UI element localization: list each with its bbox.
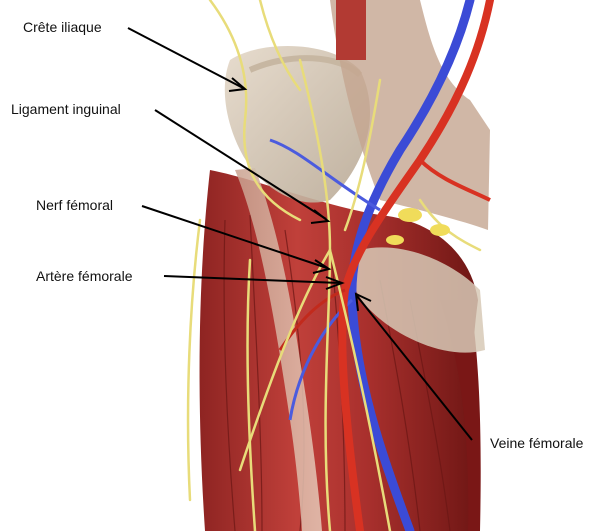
label-ligament-inguinal: Ligament inguinal (11, 101, 121, 117)
pelvis-bone (224, 46, 370, 203)
arrowhead-ligament-inguinal (310, 209, 331, 224)
lymph-nodes (386, 208, 450, 245)
femoral-artery (338, 0, 494, 531)
arrow-artere-femorale (163, 275, 341, 284)
arrowhead-crete-iliaque (228, 77, 248, 92)
label-crete-iliaque: Crête iliaque (23, 19, 102, 35)
arrow-crete-iliaque (127, 27, 244, 89)
pubic-bone (351, 247, 485, 353)
artery-branch (418, 158, 491, 202)
pointer-arrows (127, 27, 473, 441)
adductor-muscle (440, 300, 481, 531)
label-nerf-femoral: Nerf fémoral (36, 197, 114, 213)
femoral-vein (347, 0, 475, 531)
abdominal-muscle-strip (336, 0, 366, 60)
arrowhead-artere-femorale (325, 276, 345, 290)
label-artere-femorale: Artère fémorale (36, 268, 133, 284)
vein-branch (269, 138, 381, 212)
arrow-veine-femorale (356, 295, 473, 441)
arrow-ligament-inguinal (154, 109, 327, 220)
arrowhead-nerf-femoral (312, 259, 332, 274)
arrowhead-veine-femorale (354, 292, 372, 312)
sartorius-muscle (235, 168, 322, 531)
arrow-nerf-femoral (141, 205, 328, 269)
label-veine-femorale: Veine fémorale (490, 435, 584, 451)
abdominal-wall (330, 0, 490, 230)
